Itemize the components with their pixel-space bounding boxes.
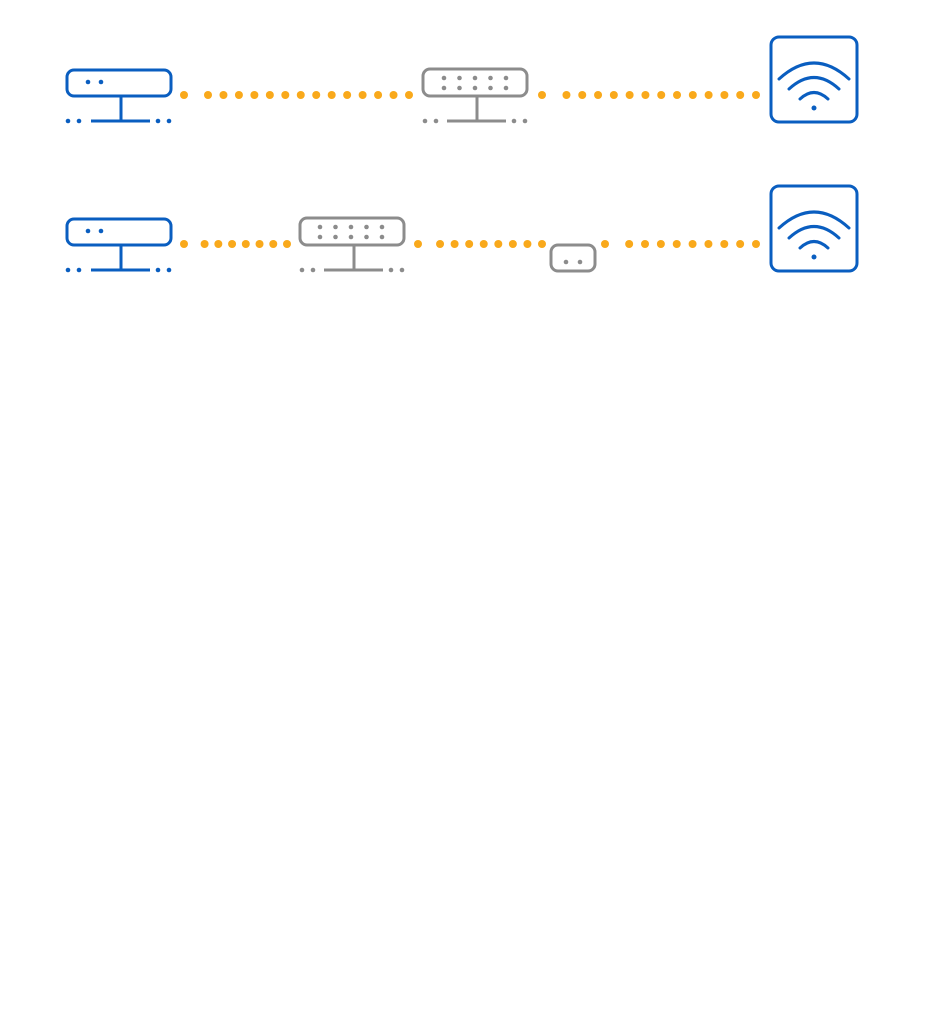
link-dot (538, 91, 546, 99)
port-dot (488, 86, 493, 91)
link-dot (436, 240, 444, 248)
link-dot (180, 240, 188, 248)
link-dot (610, 91, 618, 99)
row-extended-path (66, 186, 857, 272)
port-dot (318, 235, 323, 240)
link-dot (601, 240, 609, 248)
link-dot (752, 240, 760, 248)
link-dot (269, 240, 277, 248)
wifi-icon (771, 37, 857, 122)
link-dot (256, 240, 264, 248)
link-dot (204, 91, 212, 99)
port-dot (504, 86, 509, 91)
switch-8-port-icon (423, 69, 528, 123)
link-dot (673, 240, 681, 248)
link-dot (657, 240, 665, 248)
link-dot (312, 91, 320, 99)
link-dot (720, 240, 728, 248)
link-dot (343, 91, 351, 99)
link-dot (689, 91, 697, 99)
port-dot (318, 225, 323, 230)
port-dot (349, 225, 354, 230)
link-dot (673, 91, 681, 99)
link-dot (480, 240, 488, 248)
coupler-icon (551, 245, 595, 271)
port-dot (364, 225, 369, 230)
link-dot (752, 91, 760, 99)
link-dot (180, 91, 188, 99)
link-dot (414, 240, 422, 248)
link-dot (283, 240, 291, 248)
switch-10-port-icon (300, 218, 405, 272)
link-dot (736, 91, 744, 99)
link-dot (736, 240, 744, 248)
port-dot (442, 76, 447, 81)
link-dot (250, 91, 258, 99)
link-dot (538, 240, 546, 248)
link-dot (705, 91, 713, 99)
link-dot (494, 240, 502, 248)
link-dot (594, 91, 602, 99)
port-dot (380, 235, 385, 240)
port-dot (488, 76, 493, 81)
link-dot (720, 91, 728, 99)
link-dot (219, 91, 227, 99)
link-dot (509, 240, 517, 248)
wifi-icon (771, 186, 857, 271)
link-dot (704, 240, 712, 248)
link-dot (266, 91, 274, 99)
link-dot (641, 91, 649, 99)
link-dot (390, 91, 398, 99)
link-modem-to-switch (180, 91, 413, 99)
link-coupler-to-wifi (601, 240, 760, 248)
port-dot (457, 76, 462, 81)
link-modem-to-switch (180, 240, 291, 248)
link-dot (451, 240, 459, 248)
link-dot (562, 91, 570, 99)
link-switch-to-wifi (538, 91, 760, 99)
link-dot (657, 91, 665, 99)
link-dot (626, 91, 634, 99)
port-dot (364, 235, 369, 240)
link-dot (297, 91, 305, 99)
link-dot (328, 91, 336, 99)
link-dot (281, 91, 289, 99)
link-dot (228, 240, 236, 248)
link-dot (405, 91, 413, 99)
port-dot (333, 225, 338, 230)
link-dot (242, 240, 250, 248)
link-dot (201, 240, 209, 248)
link-dot (214, 240, 222, 248)
link-dot (235, 91, 243, 99)
modem-icon (66, 70, 172, 123)
port-dot (473, 86, 478, 91)
port-dot (380, 225, 385, 230)
port-dot (349, 235, 354, 240)
link-dot (578, 91, 586, 99)
port-dot (504, 76, 509, 81)
port-dot (442, 86, 447, 91)
link-dot (641, 240, 649, 248)
port-dot (457, 86, 462, 91)
link-dot (374, 91, 382, 99)
link-dot (625, 240, 633, 248)
row-direct-path (66, 37, 857, 123)
link-dot (465, 240, 473, 248)
link-dot (689, 240, 697, 248)
port-dot (333, 235, 338, 240)
link-switch-to-coupler (414, 240, 546, 248)
modem-icon (66, 219, 172, 272)
port-dot (473, 76, 478, 81)
link-dot (359, 91, 367, 99)
link-dot (523, 240, 531, 248)
